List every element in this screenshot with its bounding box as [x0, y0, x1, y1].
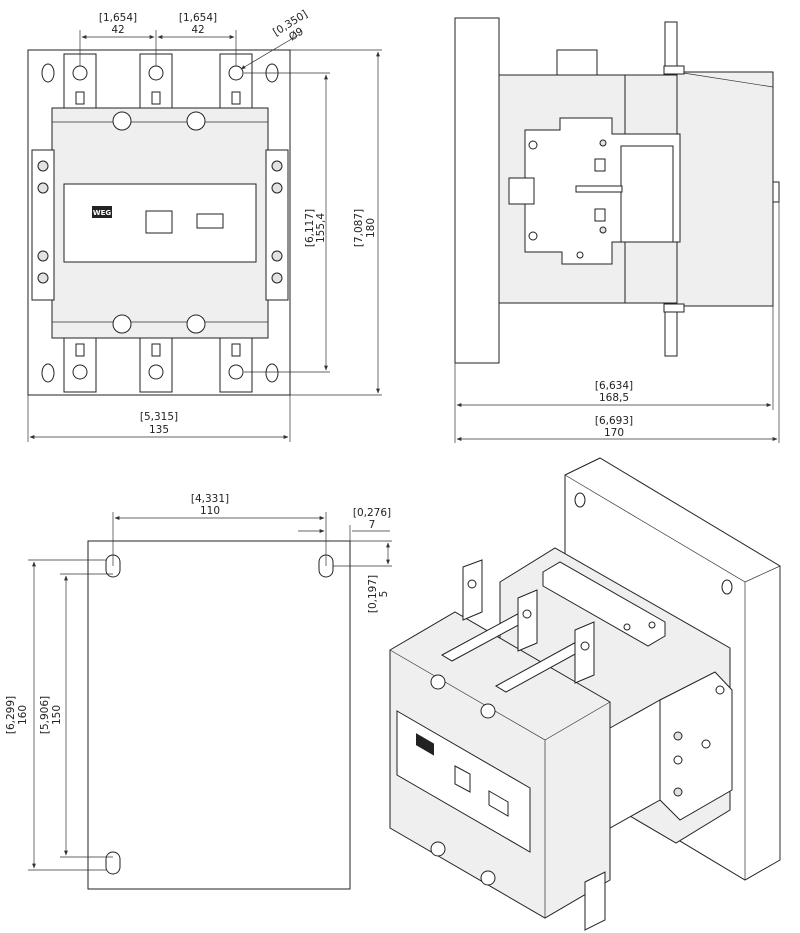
- dim-plate-top-mm: 5: [378, 591, 390, 598]
- mounting-plate-view: [4,331] 110 [0,276] 7 [0,197] 5 [6,299] …: [5, 493, 392, 890]
- dim-plate-height-inch: [6,299]: [5, 696, 17, 734]
- isometric-view: [389, 457, 781, 931]
- logo-text: WEG: [93, 209, 112, 217]
- dim-height-outer-mm: 180: [365, 218, 377, 238]
- dim-top-left-inch: [1,654]: [99, 12, 137, 24]
- dim-plate-height-mm: 160: [17, 705, 29, 725]
- dim-height-inner-inch: [6,117]: [304, 209, 316, 247]
- dim-plate-edge-inch: [0,276]: [353, 507, 391, 519]
- dim-top-right-mm: 42: [191, 24, 204, 36]
- dim-plate-vert-inch: [5,906]: [39, 696, 51, 734]
- dim-height-inner-mm: 155,4: [315, 213, 327, 243]
- side-view: [6,634] 168,5 [6,693] 170: [454, 17, 780, 443]
- dim-depth-outer-mm: 170: [604, 427, 624, 439]
- dim-depth-outer-inch: [6,693]: [595, 415, 633, 427]
- dim-plate-vert-mm: 150: [51, 705, 63, 725]
- dim-top-left-mm: 42: [111, 24, 124, 36]
- dim-top-right-inch: [1,654]: [179, 12, 217, 24]
- dim-depth-inner-mm: 168,5: [599, 392, 629, 404]
- dim-plate-spacing-inch: [4,331]: [191, 493, 229, 505]
- dim-plate-top-inch: [0,197]: [367, 575, 379, 613]
- dim-width-inch: [5,315]: [140, 411, 178, 423]
- dim-plate-edge-mm: 7: [369, 519, 376, 531]
- dim-height-outer-inch: [7,087]: [353, 209, 365, 247]
- dim-depth-inner-inch: [6,634]: [595, 380, 633, 392]
- dim-width-mm: 135: [149, 424, 169, 436]
- front-view: WEG [1,654] 42 [1,654]: [27, 8, 382, 442]
- dim-plate-spacing-mm: 110: [200, 505, 220, 517]
